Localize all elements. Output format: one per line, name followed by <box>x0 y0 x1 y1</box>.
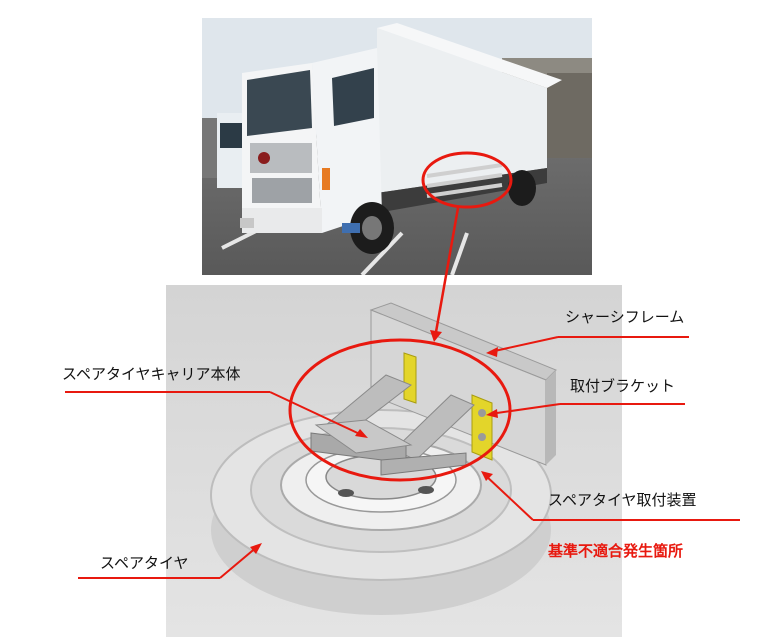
nonconformity-location-label: 基準不適合発生箇所 <box>548 542 684 560</box>
chassis-frame-label: シャーシフレーム <box>565 308 685 326</box>
carrier-body-label: スペアタイヤキャリア本体 <box>62 365 241 383</box>
spare-tire-carrier-render <box>166 285 622 637</box>
mounting-device-label: スペアタイヤ取付装置 <box>548 491 697 509</box>
truck-photo <box>202 18 592 275</box>
spare-tire-label: スペアタイヤ <box>100 554 189 572</box>
mounting-bracket-label: 取付ブラケット <box>570 377 676 395</box>
